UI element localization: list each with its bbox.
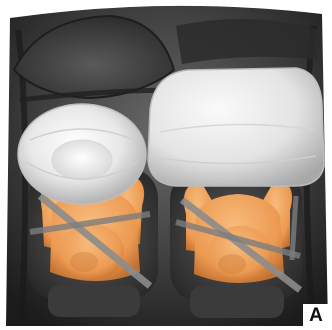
driver-airbag [18,104,146,204]
figure-corner-label: A [303,304,329,328]
passenger-airbag [148,68,324,186]
passenger-occupant [176,178,300,290]
